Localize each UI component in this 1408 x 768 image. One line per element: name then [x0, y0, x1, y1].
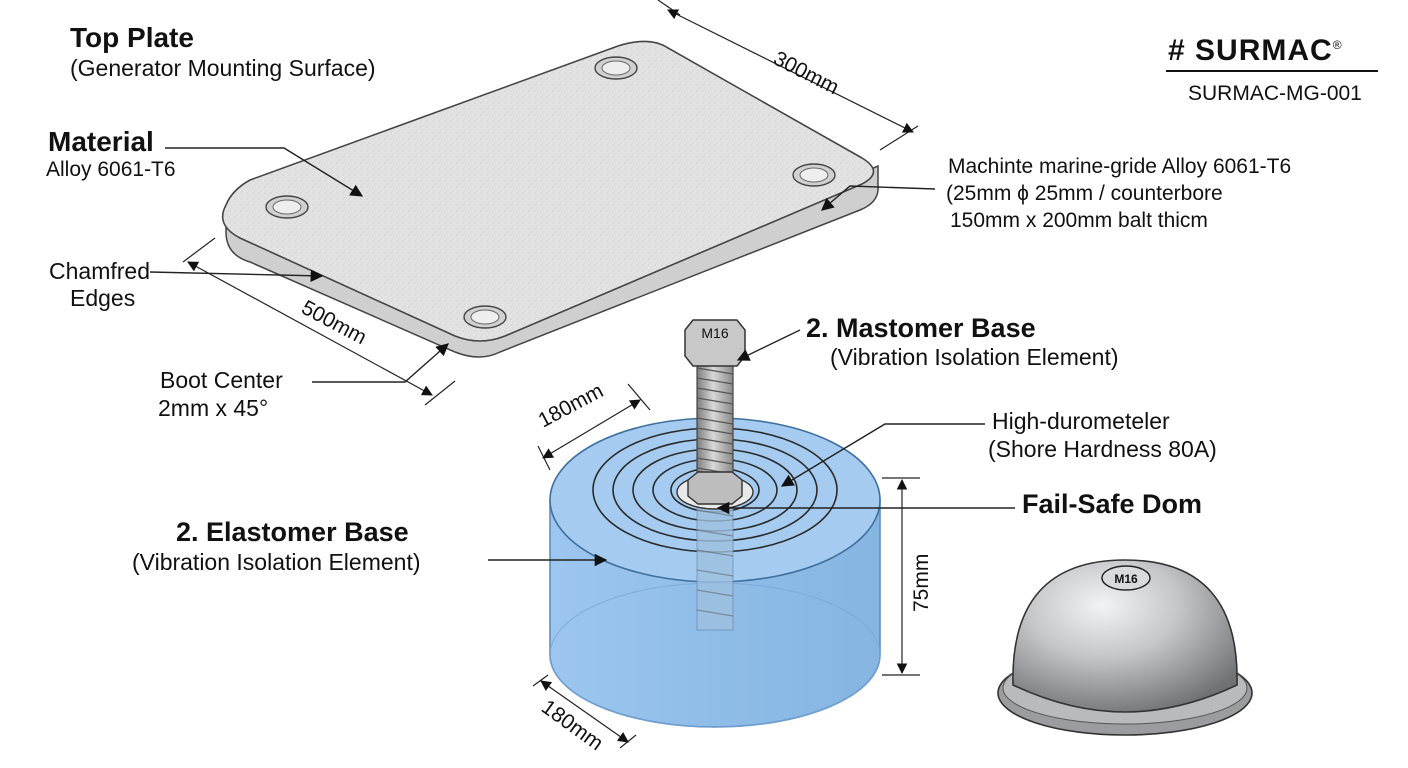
- plate-length-text: 300mm: [770, 47, 843, 99]
- counterbore-hole: [463, 305, 507, 329]
- dimension-base-height: 75mm: [882, 477, 933, 676]
- top-plate-face: [221, 40, 875, 342]
- plate-note-line3: 150mm x 200mm balt thicm: [950, 209, 1208, 232]
- bolt-shaft: [696, 359, 734, 491]
- dome-shell: [1012, 559, 1238, 713]
- chamfer-label-line1: Chamfred: [49, 258, 150, 284]
- base-top-diameter-text: 180mm: [535, 379, 608, 432]
- plate-note-line1: Machinte marine-gride Alloy 6061-T6: [948, 155, 1292, 178]
- chamfer-leader: [149, 269, 324, 283]
- counterbore-hole: [594, 56, 638, 80]
- material-value: Alloy 6061-T6: [46, 158, 176, 181]
- elastomer-base-subtitle: (Vibration Isolation Element): [132, 549, 421, 575]
- bolt-nut: [687, 471, 743, 505]
- bolt-size-label: M16: [701, 325, 728, 341]
- mastomer-base-title: 2. Mastomer Base: [806, 313, 1036, 343]
- bolt-shaft-hidden: [696, 499, 734, 631]
- plate-note-line2: (25mm ϕ 25mm / counterbore: [946, 182, 1223, 205]
- mastomer-base-subtitle: (Vibration Isolation Element): [830, 344, 1119, 370]
- top-plate-title: Top Plate: [70, 22, 194, 53]
- boot-center-line1: Boot Center: [160, 367, 283, 393]
- registered-mark: ®: [1332, 38, 1343, 52]
- base-height-text: 75mm: [910, 554, 933, 612]
- elastomer-base-title: 2. Elastomer Base: [176, 517, 409, 547]
- counterbore-hole: [792, 163, 836, 187]
- dome-label-oval: [1101, 565, 1151, 591]
- mastomer-leader: [736, 329, 801, 361]
- plate-note-leader: [821, 185, 936, 211]
- brand-logo: # SURMAC®: [1168, 34, 1343, 68]
- durometer-leader: [780, 423, 985, 487]
- fail-safe-title: Fail-Safe Dom: [1022, 489, 1203, 519]
- material-leader: [165, 147, 364, 197]
- boot-center-leader: [312, 343, 449, 383]
- part-number: SURMAC-MG-001: [1188, 82, 1362, 105]
- durometer-line2: (Shore Hardness 80A): [988, 436, 1217, 462]
- durometer-line1: High-durometeler: [992, 408, 1170, 434]
- brand-logo-text: # SURMAC: [1168, 34, 1333, 67]
- brand-underline: [1166, 70, 1378, 72]
- boot-center-line2: 2mm x 45°: [158, 395, 269, 421]
- counterbore-hole: [265, 195, 309, 219]
- material-title: Material: [48, 126, 154, 157]
- dome-cap-label: M16: [1114, 572, 1138, 586]
- top-plate-subtitle: (Generator Mounting Surface): [70, 55, 376, 81]
- m16-bolt: M16: [676, 319, 754, 631]
- fail-safe-dome: M16: [997, 559, 1253, 736]
- chamfer-label-line2: Edges: [70, 285, 136, 311]
